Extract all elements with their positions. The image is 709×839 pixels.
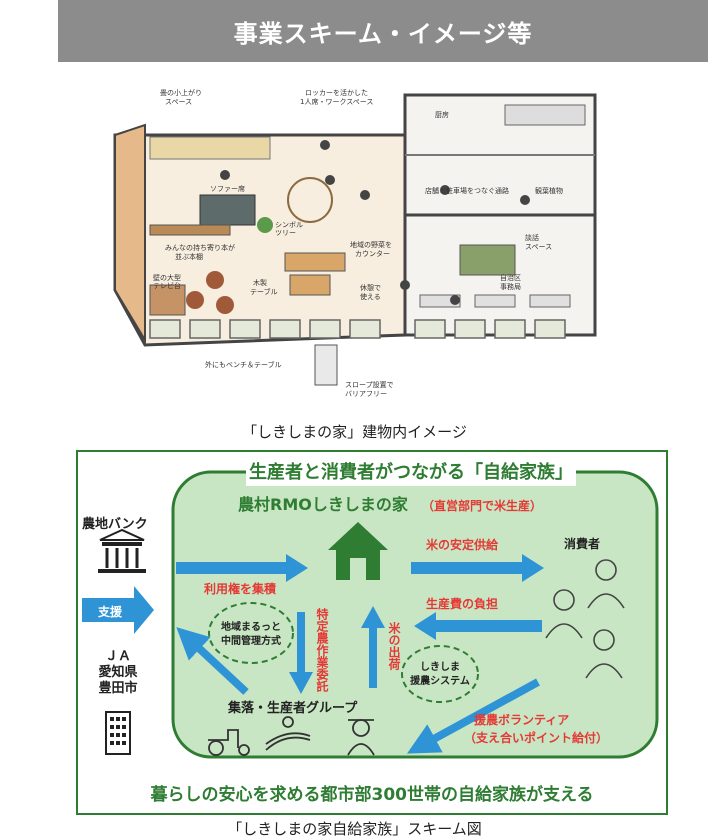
bottom-message: 暮らしの安心を求める都市部300世帯の自給家族が支える (150, 784, 594, 805)
label-volunteer: 援農ボランティア (474, 712, 569, 727)
building-icon (105, 711, 131, 755)
label-bookshelf-1: みんなの持ち寄り本が (165, 243, 235, 252)
label-slope-2: バリアフリー (345, 390, 387, 398)
label-tv-1: 壁の大型 (153, 273, 181, 282)
city-label: 豊田市 (98, 680, 137, 696)
arrow-supply-right (411, 554, 544, 582)
slope (314, 344, 338, 386)
tractor-icon (208, 729, 250, 756)
label-rice-ship: 米の出荷 (387, 621, 401, 671)
field-sun-icon (265, 716, 311, 751)
floor-plan-caption: 「しきしまの家」建物内イメージ (242, 423, 467, 441)
label-locker-1: ロッカーを活かした (305, 88, 368, 97)
arrow-cost-left (414, 612, 542, 640)
tatami-area (149, 136, 271, 160)
page-header-banner: 事業スキーム・イメージ等 (58, 0, 708, 62)
house-icon (328, 522, 388, 580)
label-corridor: 店舗と駐車場をつなぐ通路 (425, 186, 509, 195)
label-rest-1: 休憩で (360, 283, 381, 292)
bookshelf (149, 224, 231, 236)
farmer-icon (347, 719, 375, 756)
label-counter-2: カウンター (355, 249, 390, 258)
label-tatami-1: 畳の小上がり (160, 88, 202, 97)
label-office-2: 事務局 (500, 282, 521, 291)
arrow-land-right (176, 554, 308, 582)
meeting-table (459, 244, 516, 276)
consumer-label: 消費者 (564, 536, 600, 551)
label-table-1: 木製 (253, 278, 267, 287)
title-band (246, 456, 576, 486)
support-text-1: しきしま (420, 661, 460, 673)
label-meeting-2: スペース (525, 243, 552, 251)
tv-stand (149, 284, 186, 316)
symbol-tree (287, 177, 333, 223)
scheme-title: 生産者と消費者がつながる「自給家族」 (249, 461, 573, 483)
support-text-2: 援農システム (410, 674, 470, 687)
office-desks (419, 294, 571, 308)
org-note: （直営部門で米生産） (422, 498, 542, 513)
label-entrust: 特定農作業委託 (315, 607, 329, 693)
label-tv-2: テレビ台 (153, 281, 181, 290)
bank-label: 農地バンク (82, 516, 148, 532)
label-bookshelf-2: 並ぶ本棚 (175, 252, 203, 261)
label-cost-share: 生産費の負担 (426, 596, 498, 611)
group-label: 集落・生産者グループ (227, 700, 358, 716)
left-wood-floor (114, 123, 146, 344)
label-tree-2: ツリー (275, 229, 296, 237)
scheme-diagram: 生産者と消費者がつながる「自給家族」 農村RMOしきしまの家 （直営部門で米生産… (76, 450, 668, 815)
label-tatami-2: スペース (165, 98, 192, 106)
kitchen-counter (504, 104, 586, 126)
label-kitchen: 厨房 (435, 110, 449, 119)
label-plant: 観葉植物 (535, 186, 563, 195)
label-sofa: ソファー席 (210, 184, 245, 193)
label-locker-2: 1人席・ワークスペース (300, 97, 373, 106)
arrow-ship-up (361, 606, 385, 688)
chairs (186, 271, 234, 314)
plant-icon (257, 217, 273, 233)
page-title: 事業スキーム・イメージ等 (233, 19, 533, 48)
arrow-entrust-down (289, 612, 313, 694)
bank-icon (98, 528, 146, 573)
label-land-rights: 利用権を集積 (204, 581, 277, 596)
label-table-2: テーブル (250, 287, 278, 296)
org-name: 農村RMOしきしまの家 (238, 495, 409, 514)
label-slope-1: スロープ設置で (345, 380, 394, 389)
wood-table (289, 274, 331, 296)
people-figures (220, 140, 530, 305)
label-rest-2: 使える (360, 292, 381, 301)
label-meeting-1: 談話 (525, 233, 539, 242)
support-label: 支援 (97, 604, 123, 619)
label-points: （支え合いポイント給付） (464, 730, 608, 745)
pref-label: 愛知県 (98, 664, 137, 680)
consumer-icons (545, 559, 625, 679)
support-arrow (82, 586, 154, 634)
scheme-caption: 「しきしまの家自給家族」スキーム図 (227, 820, 482, 838)
label-office-1: 自治区 (500, 273, 521, 282)
regional-circle (208, 602, 294, 664)
ja-label: ＪＡ (105, 649, 131, 664)
label-rice-supply: 米の安定供給 (426, 537, 499, 552)
regional-text-2: 中間管理方式 (221, 634, 281, 647)
label-counter-1: 地域の野菜を (350, 240, 392, 249)
counter (284, 252, 346, 272)
sofa (199, 194, 256, 226)
support-circle (401, 645, 479, 703)
arrow-volunteer-diagonal (406, 678, 540, 754)
arrow-land-diagonal (176, 627, 249, 695)
label-bench: 外にもベンチ＆テーブル (205, 360, 282, 369)
label-tree-1: シンボル (275, 221, 303, 229)
floor-plan-illustration: 畳の小上がり スペース ロッカーを活かした 1人席・ワークスペース 厨房 ソファ… (113, 88, 597, 398)
window-strip (149, 319, 566, 339)
regional-text-1: 地域まるっと (221, 620, 281, 633)
